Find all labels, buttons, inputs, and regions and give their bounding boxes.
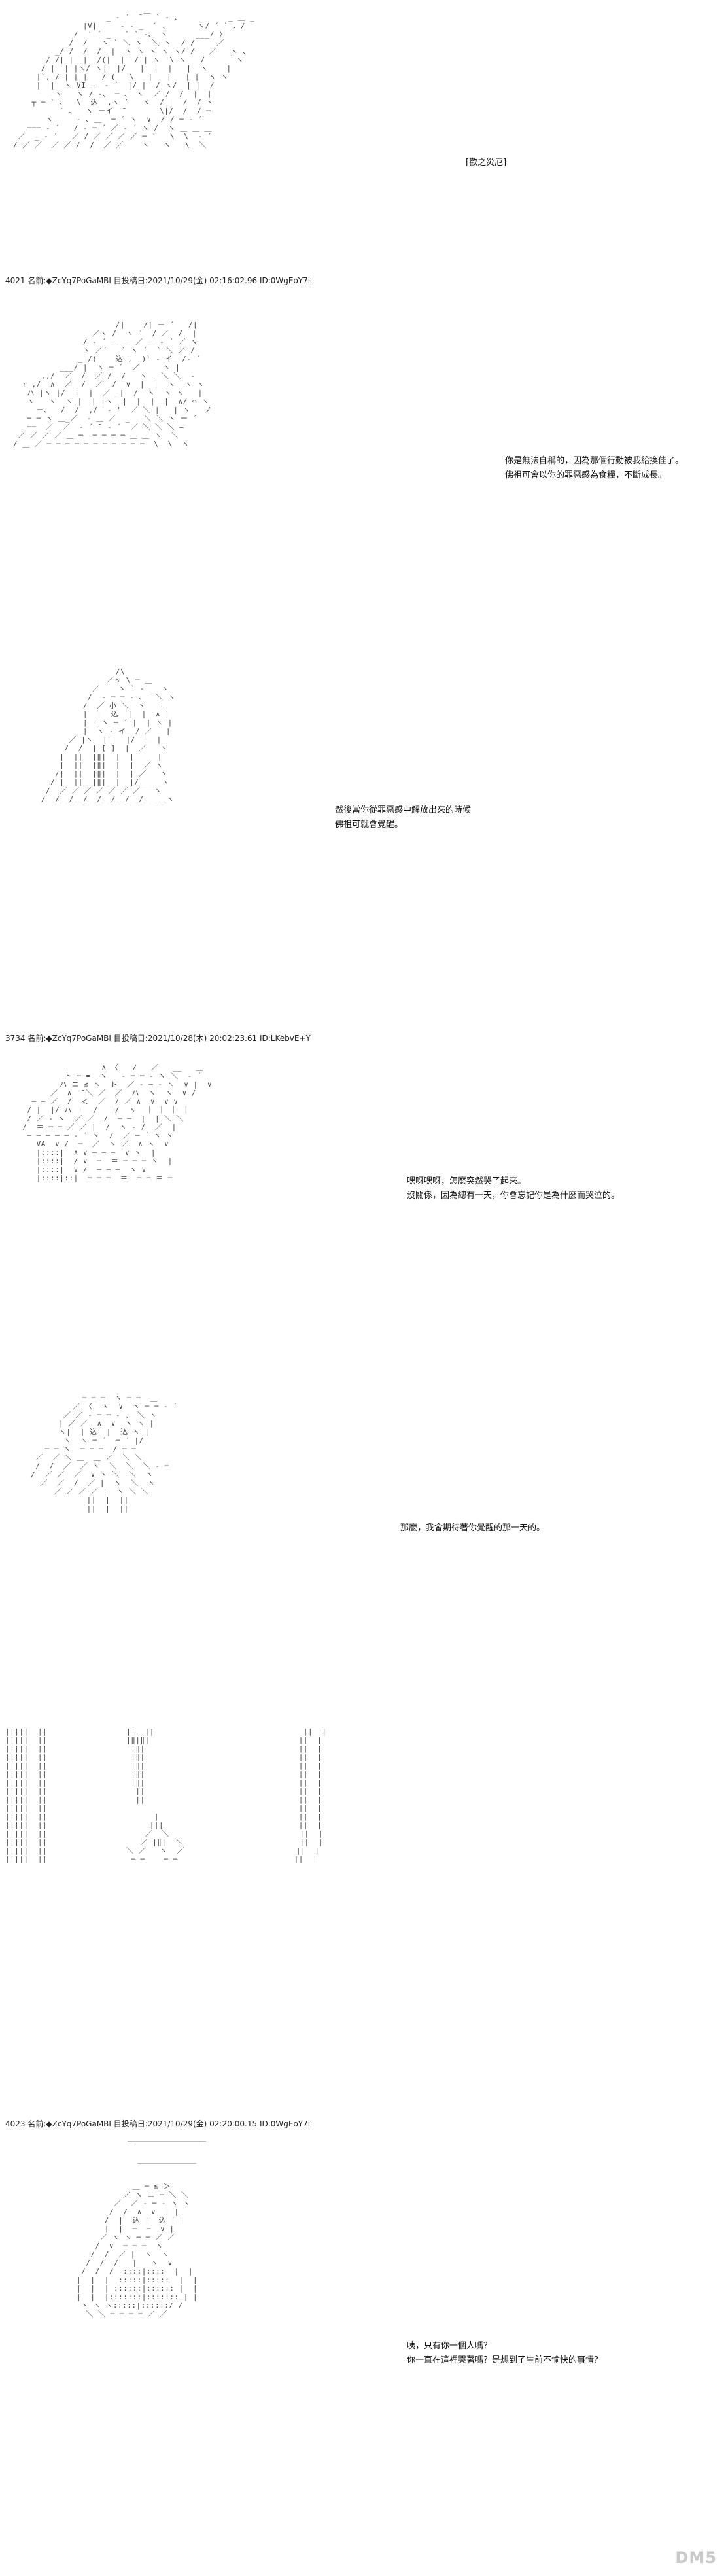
ascii-art: ||||| || || || || | ||||| || |‖|‖| || | … [5,1727,327,1863]
ascii-art: ＿ ─ ≦ ＞ ／ ヽ ニ ─ ＼ ＼ ／ ／ ‐ ─ ‐ ヽ ヽ / / ∧ … [76,2182,198,2318]
panel-3: /\ ／ヽ \ ─ ＿ ／ ヽ ` ‐ ＿ ヽ / ‐ ─ ─ ‐ 、 ＼ ヽ … [0,654,726,1047]
panel-5: ─ ─ ─ ヽ ─ ─ ＿ ／ 〈 ヽ ∨ ヽ ─ ─ ‐ ´ ／ ／ ‐ ─ … [0,1381,726,1721]
site-watermark: DM5 [675,2549,717,2567]
divider [128,2141,206,2142]
dialog-line: 沒關係，因為總有一天，你會忘記你是為什麼而哭泣的。 [407,1191,620,1201]
dialog-text: 那麼，我會期待著你覺醒的那一天的。 [400,1521,545,1536]
divider [137,2163,196,2164]
ascii-art: ─ ─ ─ ヽ ─ ─ ＿ ／ 〈 ヽ ∨ ヽ ─ ─ ‐ ´ ／ ／ ‐ ─ … [31,1394,178,1513]
panel-4: ∧ 〈 / ／ __ ＿ ト ─ = ヽ _ ‐ ─ ─ ‐ ヽ ＼ ‐ ´ ハ… [0,1050,726,1377]
post-header: 3734 名前:◆ZcYq7PoGaMBI 目投稿日:2021/10/28(木)… [5,1034,311,1043]
dialog-text: [歡之災厄] [466,156,506,170]
post-header: 4021 名前:◆ZcYq7PoGaMBI 目投稿日:2021/10/29(金)… [5,276,311,285]
ascii-art: ∧ 〈 / ／ __ ＿ ト ─ = ヽ _ ‐ ─ ─ ‐ ヽ ＼ ‐ ´ ハ… [22,1063,213,1182]
panel-7: ＿ ─ ≦ ＞ ／ ヽ ニ ─ ＼ ＼ ／ ／ ‐ ─ ‐ ヽ ヽ / / ∧ … [0,2176,726,2568]
ascii-art: /\ ／ヽ \ ─ ＿ ／ ヽ ` ‐ ＿ ヽ / ‐ ─ ─ ‐ 、 ＼ ヽ … [41,667,176,803]
dialog-line: 你一直在這裡哭著嗎？是想到了生前不愉快的事情？ [407,2355,603,2365]
dialog-line: 你是無法自稱的，因為那個行動被我給換佳了。 [505,456,684,466]
ascii-art: /| /| ー ´ /| ／ヽ / ヽ ´ / ／ / | / ‐ ´ ＿ ＿ … [13,321,212,448]
dialog-line: 然後當你從罪惡感中解放出來的時候 [335,805,472,815]
panel-6: ||||| || || || || | ||||| || |‖|‖| || | … [0,1722,726,2134]
dialog-line: [歡之災厄] [466,158,507,168]
post-header: 4023 名前:◆ZcYq7PoGaMBI 目投稿日:2021/10/29(金)… [5,2119,311,2128]
panel-2: /| /| ー ´ /| ／ヽ / ヽ ´ / ／ / | / ‐ ´ ＿ ＿ … [0,293,726,646]
dialog-line: 佛祖可會以你的罪惡感為食糧，不斷成長。 [505,470,667,480]
ascii-art: _ ‐ ´ ̄ ￣ ` ‐ 、 _ ＿ _ |V| ‐ ‐ _ ` 、 ヽ/ ´… [13,13,255,149]
dialog-text: 然後當你從罪惡感中解放出來的時候 佛祖可就會覺醒。 [335,803,471,832]
dialog-text: 咦，只有你一個人嗎？ 你一直在這裡哭著嗎？是想到了生前不愉快的事情？ [407,2339,602,2368]
dialog-text: 嘿呀嘿呀，怎麼突然哭了起來。 沒關係，因為總有一天，你會忘記你是為什麼而哭泣的。 [407,1174,619,1203]
dialog-line: 佛祖可就會覺醒。 [335,820,404,830]
dialog-line: 那麼，我會期待著你覺醒的那一天的。 [400,1523,545,1533]
dialog-line: 嘿呀嘿呀，怎麼突然哭了起來。 [407,1176,527,1186]
panel-1: _ ‐ ´ ̄ ￣ ` ‐ 、 _ ＿ _ |V| ‐ ‐ _ ` 、 ヽ/ ´… [0,0,726,285]
dialog-text: 你是無法自稱的，因為那個行動被我給換佳了。 佛祖可會以你的罪惡感為食糧，不斷成長… [505,454,683,483]
dialog-line: 咦，只有你一個人嗎？ [407,2341,493,2351]
